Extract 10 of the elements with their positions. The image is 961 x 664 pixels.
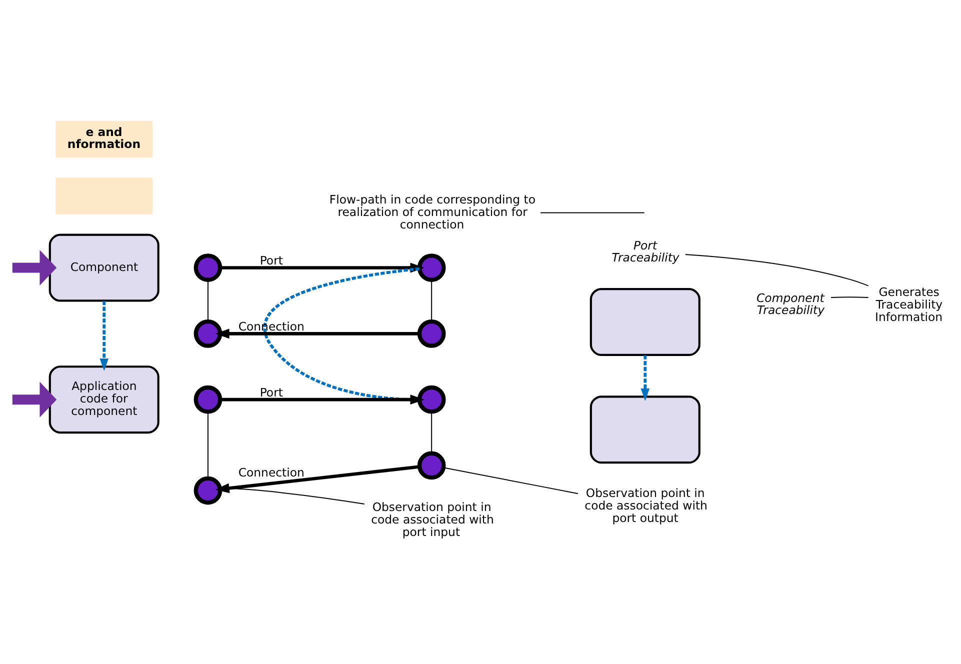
node-text: Observation point in code associated with port output [584, 486, 708, 525]
node-text: Generates Traceability Information [875, 284, 943, 324]
node-text: Component Traceability [756, 291, 825, 317]
edge-label: Connection [238, 466, 304, 480]
node-text: Observation point in code associated with port input [371, 500, 494, 540]
edge-label: Connection [238, 320, 304, 334]
node-text: Port Traceability [612, 238, 680, 264]
node-text: Flow-path in code corresponding to realization of communication for connection [329, 192, 536, 232]
edge-label: Port [260, 254, 283, 268]
edge-label: Port [260, 385, 283, 400]
